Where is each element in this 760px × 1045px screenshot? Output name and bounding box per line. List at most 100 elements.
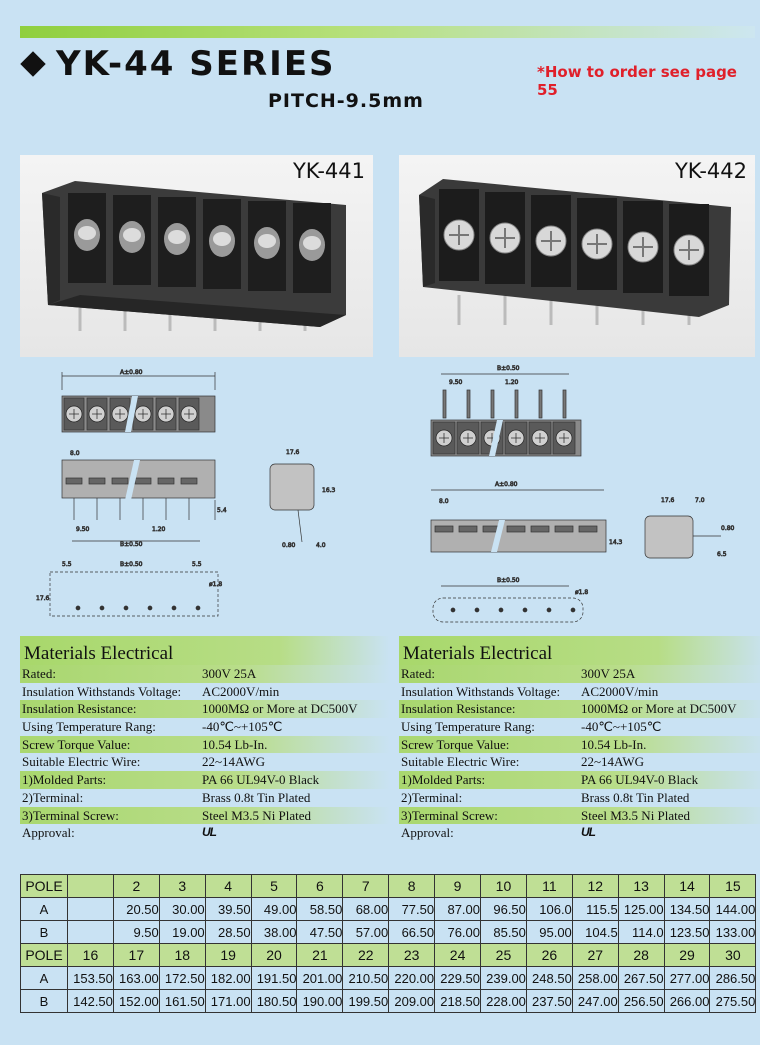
row-label: A [20, 897, 68, 921]
terminal-block-image [42, 181, 346, 331]
materials-row: 3)Terminal Screw:Steel M3.5 Ni Plated [20, 806, 390, 825]
pole-count-cell: 19 [204, 943, 252, 967]
dimension-cell: 239.00 [480, 966, 527, 990]
dim-height: 8.0 [70, 450, 80, 457]
pole-count-cell: 23 [388, 943, 436, 967]
dimension-cell: 87.00 [434, 897, 482, 921]
drawing-part [506, 525, 526, 533]
dimension-cell: 68.00 [342, 897, 390, 921]
dim-gap: 1.20 [152, 526, 166, 533]
dimension-cell: 104.5 [571, 920, 619, 944]
dimension-cell: 210.50 [342, 966, 390, 990]
materials-row: Screw Torque Value:10.54 Lb-In. [399, 735, 760, 754]
row-label: B [20, 920, 68, 944]
drawing-part [171, 605, 177, 611]
dim-side-width-2: 7.0 [695, 497, 705, 504]
pole-count-cell: 10 [480, 874, 527, 898]
dimension-cell: 266.00 [663, 989, 711, 1013]
photo-yk-442: YK-442 [399, 155, 755, 357]
pole-count-cell: 27 [571, 943, 619, 967]
pole-count-cell: 14 [663, 874, 711, 898]
dim-gap: 1.20 [505, 379, 519, 386]
row-label: B [20, 989, 68, 1013]
pole-count-cell: 11 [525, 874, 573, 898]
dimension-cell: 115.5 [571, 897, 619, 921]
dimension-cell: 258.00 [571, 966, 619, 990]
dimension-cell: 57.00 [342, 920, 390, 944]
pole-count-cell: 28 [617, 943, 665, 967]
dimension-cell: 49.00 [250, 897, 298, 921]
dim-bottom-height: 17.6 [36, 595, 50, 602]
pole-count-cell: 29 [663, 943, 711, 967]
dimension-cell: 95.00 [525, 920, 573, 944]
drawing-part [538, 389, 543, 419]
dimension-cell: 20.50 [112, 897, 160, 921]
dim-side-body: 16.3 [322, 487, 336, 494]
dimension-cell: 199.50 [342, 989, 390, 1013]
dimension-cell: 190.00 [296, 989, 344, 1013]
dim-pin: 0.80 [721, 525, 735, 532]
drawing-part [134, 477, 152, 485]
materials-row: Insulation Resistance:1000MΩ or More at … [20, 700, 390, 719]
dimension-cell: 85.50 [480, 920, 527, 944]
pole-count-cell: 5 [250, 874, 298, 898]
pole-count-cell: 25 [480, 943, 527, 967]
dimension-cell: 209.00 [388, 989, 436, 1013]
dimension-cell: 30.00 [158, 897, 206, 921]
drawing-part [303, 236, 321, 250]
drawing-part [554, 525, 574, 533]
drawing-part [474, 607, 480, 613]
dimension-cell: 152.00 [112, 989, 160, 1013]
pole-count-cell: 8 [388, 874, 436, 898]
dimension-cell: 180.50 [250, 989, 298, 1013]
materials-panel-right: Materials Electrical Rated:300V 25A Insu… [399, 636, 760, 842]
dim-pin-b: 4.0 [316, 542, 326, 549]
dim-b: B±0.50 [120, 541, 143, 548]
dim-side-width: 17.6 [286, 449, 300, 456]
dimension-cell: 218.50 [434, 989, 482, 1013]
materials-row: Suitable Electric Wire:22~14AWG [401, 754, 645, 770]
materials-row: Rated:300V 25A [399, 665, 760, 683]
drawing-part [88, 477, 106, 485]
top-gradient-bar [20, 26, 755, 38]
materials-panel-left: Materials Electrical Rated:300V 25A Insu… [20, 636, 390, 842]
row-label: POLE [20, 874, 68, 898]
drawing-part [111, 477, 129, 485]
drawing-part [157, 477, 175, 485]
dim-bottom-left: 5.5 [62, 561, 72, 568]
ul-approval-icon: UL [202, 825, 217, 840]
drawing-part [75, 605, 81, 611]
dim-hole: ø1.8 [575, 589, 588, 596]
dimension-cell: 133.00 [709, 920, 757, 944]
dimension-cell: 256.50 [617, 989, 665, 1013]
dim-a: A±0.80 [120, 369, 143, 376]
dimension-cell: 247.00 [571, 989, 619, 1013]
dimension-cell: 39.50 [204, 897, 252, 921]
drawing-part [442, 389, 447, 419]
materials-row: Approval:UL [22, 825, 217, 841]
dimension-cell: 76.00 [434, 920, 482, 944]
dimension-cell: 191.50 [250, 966, 298, 990]
dimension-cell: 106.0 [525, 897, 573, 921]
series-title: YK-44 SERIES [18, 44, 336, 84]
materials-row: 1)Molded Parts:PA 66 UL94V-0 Black [399, 771, 760, 789]
dim-pitch: 9.50 [449, 379, 463, 386]
pole-count-cell: 26 [525, 943, 573, 967]
pole-count-cell: 24 [434, 943, 482, 967]
pitch-subtitle: PITCH-9.5mm [268, 90, 424, 112]
dimension-cell: 58.50 [296, 897, 344, 921]
materials-row: 2)Terminal:Brass 0.8t Tin Plated [401, 789, 690, 805]
materials-row: Rated:300V 25A [20, 665, 390, 683]
dimension-cell: 153.50 [67, 966, 114, 990]
materials-row: Insulation Withstands Voltage:AC2000V/mi… [22, 683, 280, 699]
pole-count-cell: 16 [67, 943, 114, 967]
drawing-part [562, 389, 567, 419]
terminal-block-image [419, 179, 731, 325]
dimension-cell: 77.50 [388, 897, 436, 921]
dimension-cell: 171.00 [204, 989, 252, 1013]
dimension-cell: 182.00 [204, 966, 252, 990]
pole-count-cell: 12 [571, 874, 619, 898]
